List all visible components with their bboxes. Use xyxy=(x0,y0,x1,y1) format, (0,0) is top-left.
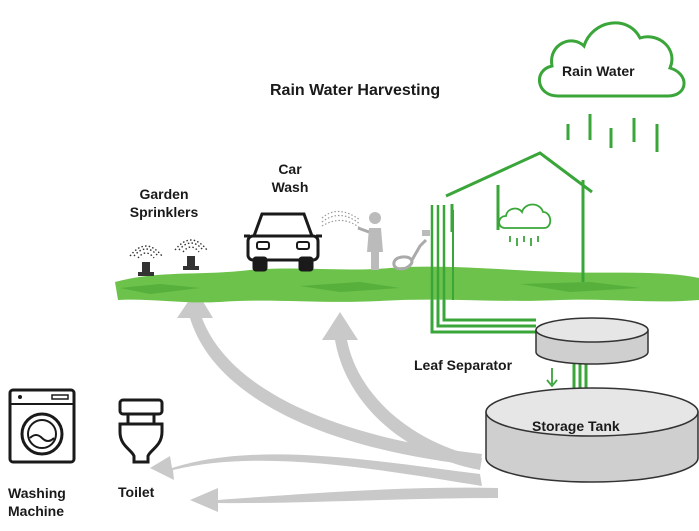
small-cloud-icon xyxy=(498,203,552,246)
leaf-separator-icon xyxy=(535,317,649,365)
washing-machine-label: Washing Machine xyxy=(8,484,66,520)
car-wash-line-2: Wash xyxy=(271,179,309,195)
car-wash-label: Car Wash xyxy=(262,160,318,196)
garden-line-1: Garden xyxy=(139,186,189,202)
diagram-title: Rain Water Harvesting xyxy=(270,82,441,99)
person-hose-icon xyxy=(357,212,430,271)
sprinkler-icon xyxy=(129,239,208,276)
leaf-separator-label: Leaf Separator xyxy=(414,357,513,373)
house-icon xyxy=(430,151,593,300)
rain-lines xyxy=(566,114,659,152)
arrow-to-garden xyxy=(177,290,482,466)
rain-water-label: Rain Water xyxy=(562,63,635,79)
washing-machine-icon xyxy=(8,388,76,464)
toilet-label: Toilet xyxy=(118,484,155,500)
toilet-icon xyxy=(118,398,164,464)
arrow-to-car xyxy=(322,312,482,470)
garden-line-2: Sprinklers xyxy=(129,204,199,220)
washing-line-1: Washing xyxy=(8,485,66,501)
storage-tank-label: Storage Tank xyxy=(532,418,620,434)
spray-icon xyxy=(321,210,361,229)
ground-grass xyxy=(115,266,699,303)
pipes xyxy=(430,300,588,392)
car-wash-line-1: Car xyxy=(278,161,302,177)
tank-icon xyxy=(485,387,699,483)
cloud-icon xyxy=(537,21,686,98)
garden-sprinklers-label: Garden Sprinklers xyxy=(112,185,216,221)
arrow-to-toilet xyxy=(150,454,482,486)
flow-arrows xyxy=(150,290,498,512)
washing-line-2: Machine xyxy=(8,503,65,519)
arrow-to-washing xyxy=(190,487,498,512)
down-arrow-icon xyxy=(546,368,558,388)
car-icon xyxy=(244,212,322,272)
